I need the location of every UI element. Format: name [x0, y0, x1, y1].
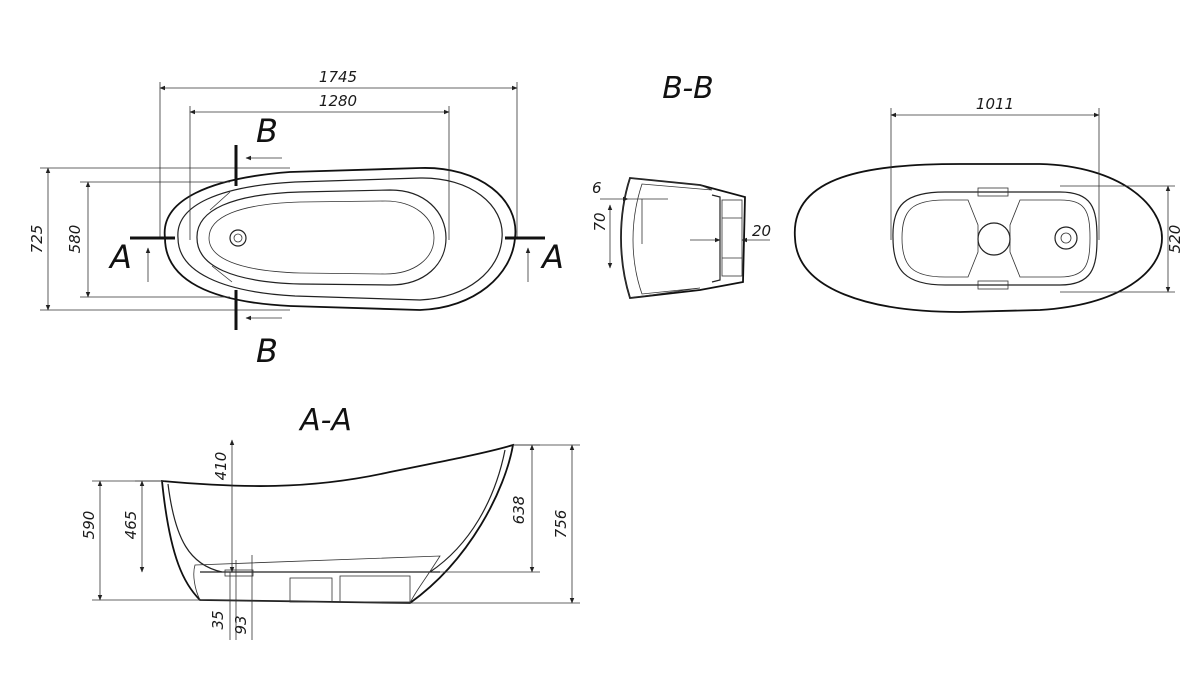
section-b-bottom-marker: B: [234, 290, 282, 370]
dim-756: 756: [552, 510, 570, 539]
dim-length: 1011: [976, 95, 1014, 113]
section-a-right-marker: A: [505, 236, 564, 282]
bottom-drain-icon: [1054, 226, 1078, 250]
top-view: 1745 1280 725 580 A A B: [28, 68, 564, 370]
section-bb-profile: [620, 177, 746, 299]
tub-rim-inner: [177, 177, 503, 301]
dim-overall-width: 725: [28, 225, 46, 254]
dim-overall-length: 1745: [319, 68, 357, 86]
dim-wall: 6: [592, 179, 602, 197]
bottom-view: 1011 520: [794, 95, 1184, 313]
section-aa: A-A 410 465 590 638 756 35: [80, 403, 580, 640]
section-bb: B-B 6 70 20: [591, 71, 771, 299]
drain-icon: [229, 229, 247, 247]
section-a-left-marker: A: [108, 236, 175, 282]
dim-inner-length: 1280: [319, 92, 357, 110]
dim-465: 465: [122, 511, 140, 540]
svg-text:B: B: [256, 332, 278, 370]
dim-offset: 20: [752, 222, 771, 240]
section-b-top-marker: B: [234, 112, 282, 186]
svg-text:B: B: [256, 112, 278, 150]
svg-text:A: A: [540, 238, 564, 276]
dim-638: 638: [510, 496, 528, 525]
dim-93: 93: [232, 615, 250, 634]
section-aa-title: A-A: [298, 403, 352, 438]
dim-410: 410: [212, 452, 230, 481]
tub-outer-rim: [163, 167, 517, 311]
dim-35: 35: [209, 610, 227, 629]
dim-inner-width: 580: [66, 225, 84, 254]
bottom-center-drain: [977, 222, 1011, 256]
bottom-outline: [794, 163, 1163, 313]
dim-depth: 70: [591, 212, 609, 231]
bottom-frame: [892, 191, 1098, 286]
tub-basin: [196, 189, 447, 286]
section-bb-title: B-B: [662, 71, 713, 106]
tub-basin-inner: [208, 200, 435, 275]
svg-text:A: A: [108, 238, 132, 276]
dim-width: 520: [1166, 225, 1184, 254]
dim-590: 590: [80, 511, 98, 540]
